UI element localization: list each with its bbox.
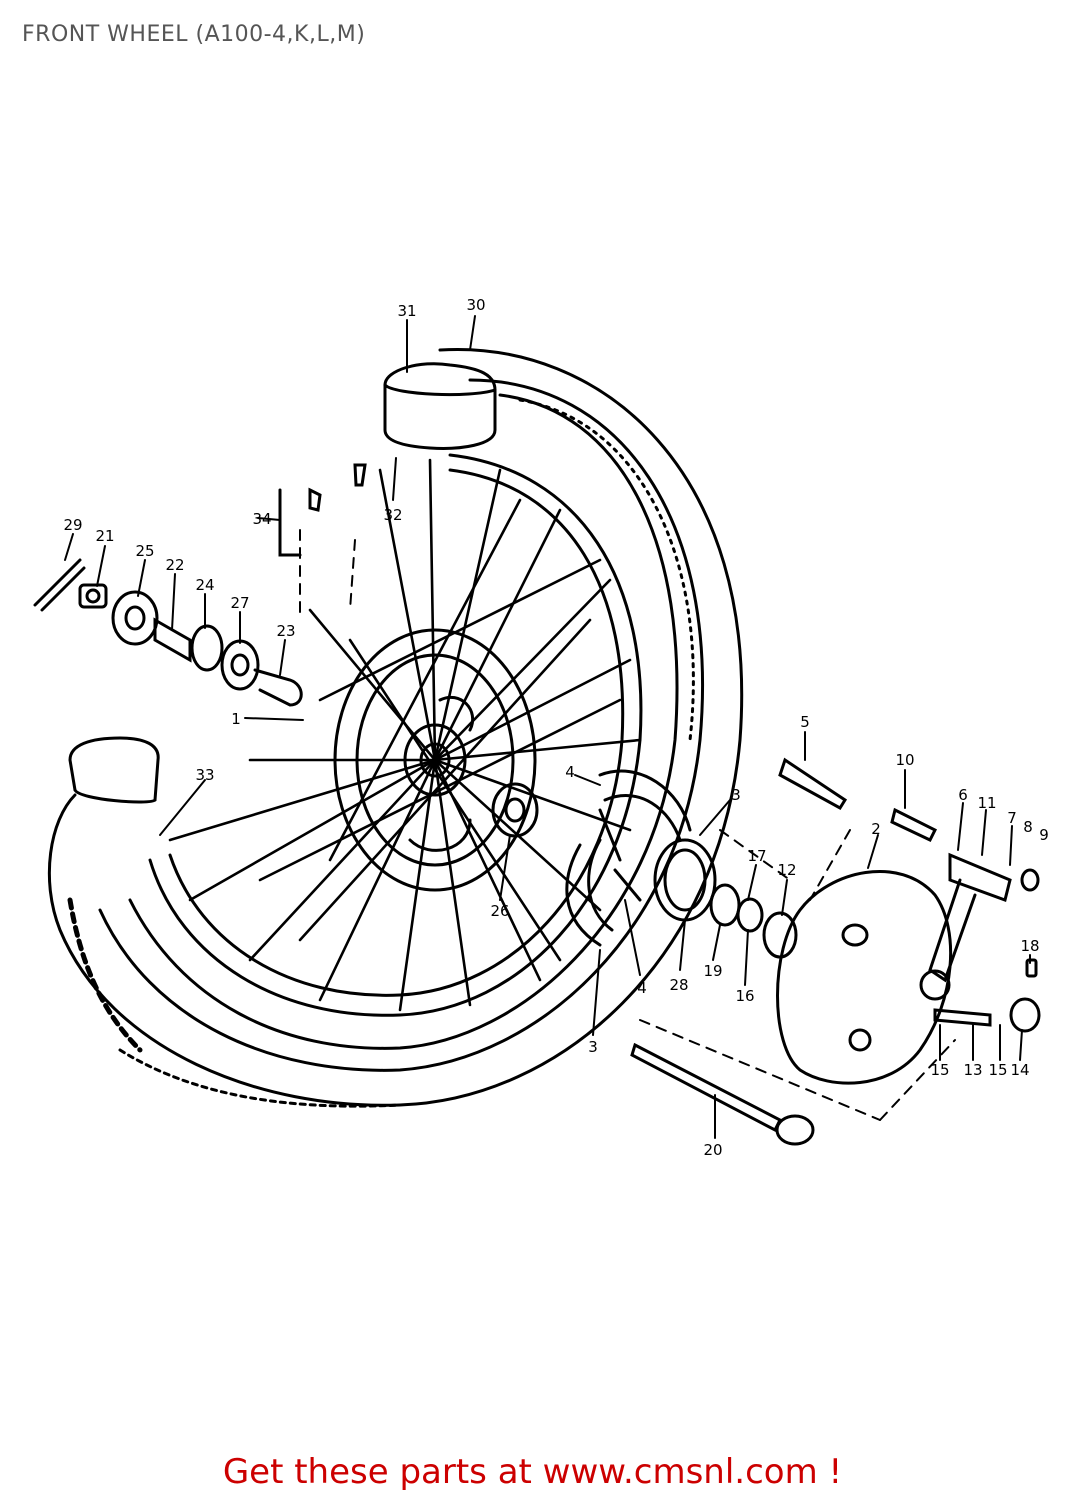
callout-17: 17 [747,847,766,865]
rim [148,453,643,1017]
callout-11: 11 [977,794,996,812]
callout-1: 1 [231,710,241,728]
callout-14: 14 [1010,1061,1029,1079]
callout-19: 19 [703,962,722,980]
callout-labels: 1 2 3 3 4 4 5 6 7 8 9 10 11 12 13 14 15 … [63,296,1048,1159]
cam-bolt [890,807,938,842]
callout-7: 7 [1007,809,1017,827]
adjuster-parts [933,868,1041,1033]
callout-24: 24 [195,576,214,594]
callout-15-right: 15 [988,1061,1007,1079]
brake-panel [776,870,953,1085]
callout-25: 25 [135,542,154,560]
callout-16: 16 [735,987,754,1005]
spokes [168,458,642,1012]
callout-15-left: 15 [930,1061,949,1079]
callout-2: 2 [871,820,881,838]
callout-21: 21 [95,527,114,545]
brake-cam [778,757,848,810]
brake-arm [919,852,1012,1001]
callout-12: 12 [777,861,796,879]
leader-lines [64,315,1031,1139]
axle-nut [78,583,108,609]
callout-22: 22 [165,556,184,574]
callout-32: 32 [383,506,402,524]
callout-6: 6 [958,786,968,804]
spoke-nipples [278,463,367,557]
callout-18: 18 [1020,937,1039,955]
callout-13: 13 [963,1061,982,1079]
callout-34: 34 [252,510,271,528]
front-axle [630,1042,815,1146]
callout-4-lower: 4 [637,979,647,997]
callout-8: 8 [1023,818,1033,836]
callout-33: 33 [195,766,214,784]
callout-27: 27 [230,594,249,612]
axle-cotter-pin [33,558,86,612]
brake-shoes [565,769,692,947]
callout-9: 9 [1039,826,1049,844]
callout-31: 31 [397,302,416,320]
footer-link[interactable]: Get these parts at www.cmsnl.com ! [222,1452,843,1492]
oil-seal [653,838,717,922]
callout-3-upper: 3 [731,786,741,804]
rim-band [68,736,160,804]
exploded-wheel-diagram: 1 2 3 3 4 4 5 6 7 8 9 10 11 12 13 14 15 … [33,296,1049,1159]
callout-29: 29 [63,516,82,534]
tire [47,347,744,1108]
diagram-title: FRONT WHEEL (A100-4,K,L,M) [22,22,366,47]
valve-cap [383,362,497,450]
axle-washer [111,590,159,646]
callout-23: 23 [276,622,295,640]
callout-28: 28 [669,976,688,994]
callout-5: 5 [800,713,810,731]
callout-10: 10 [895,751,914,769]
callout-4-upper: 4 [565,763,575,781]
bearing [491,782,539,838]
assembly-lines [299,529,956,1121]
callout-30: 30 [466,296,485,314]
callout-26: 26 [490,902,509,920]
callout-3-lower: 3 [588,1038,598,1056]
callout-20: 20 [703,1141,722,1159]
